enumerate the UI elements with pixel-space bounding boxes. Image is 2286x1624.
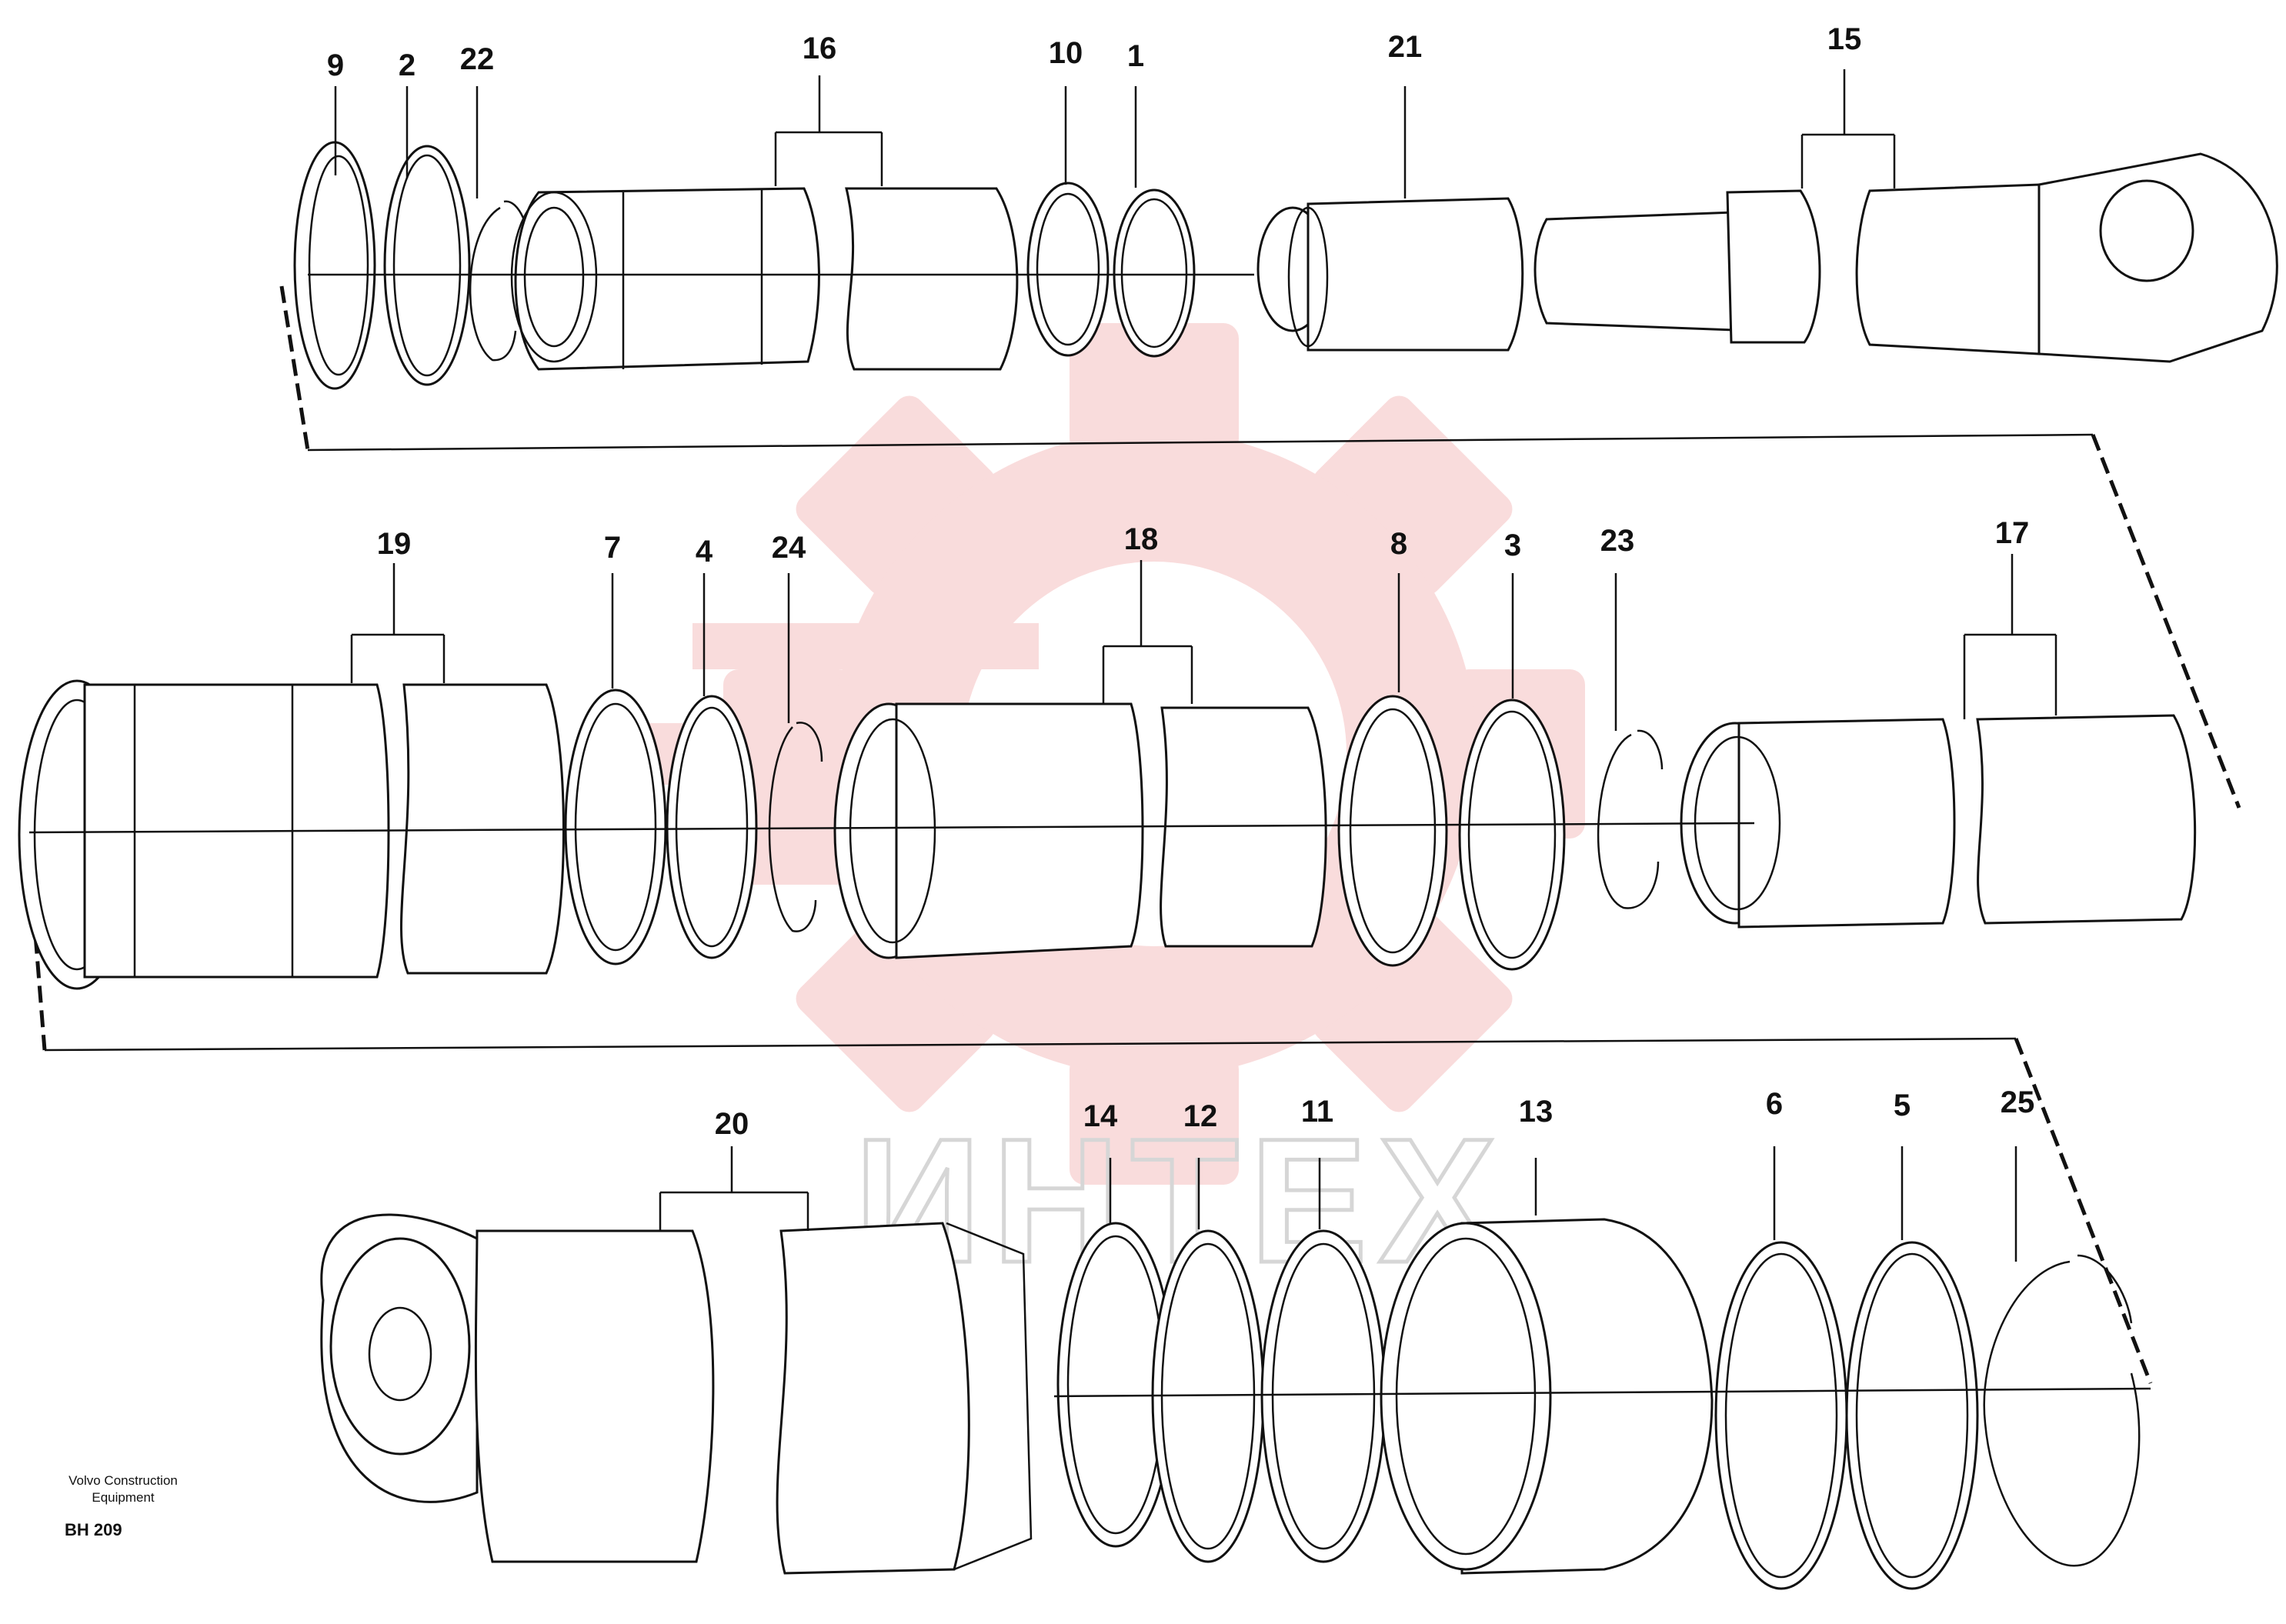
callout-labels: 9 2 22 16 10 1 21 15 19 7 4 24 18 8 3 23… bbox=[327, 22, 2034, 1141]
piston-21 bbox=[1256, 197, 1524, 352]
callout-14: 14 bbox=[1083, 1099, 1118, 1133]
ring-3 bbox=[1458, 699, 1566, 971]
bushing-16-left bbox=[510, 187, 820, 371]
callout-6: 6 bbox=[1766, 1087, 1783, 1121]
axis-line-row-3 bbox=[1053, 1387, 2151, 1398]
callout-25: 25 bbox=[2001, 1085, 2035, 1119]
callout-24: 24 bbox=[772, 531, 806, 565]
axis-line-row-2 bbox=[28, 822, 1755, 834]
cylinder-20-right bbox=[776, 1222, 1033, 1575]
callout-22: 22 bbox=[460, 42, 495, 76]
ring-2 bbox=[383, 145, 471, 386]
callout-10: 10 bbox=[1049, 36, 1083, 70]
snap-ring-25 bbox=[1983, 1254, 2141, 1567]
ring-8 bbox=[1337, 695, 1448, 967]
callout-17: 17 bbox=[1995, 516, 2030, 550]
ring-5 bbox=[1845, 1241, 1979, 1590]
callout-19: 19 bbox=[377, 527, 412, 561]
ring-11 bbox=[1260, 1229, 1387, 1563]
manufacturer-line-2: Equipment bbox=[92, 1490, 155, 1505]
caption-block: Volvo Construction Equipment BH 209 bbox=[65, 1473, 178, 1539]
nut-13 bbox=[1380, 1218, 1714, 1575]
callout-4: 4 bbox=[696, 535, 713, 569]
callout-23: 23 bbox=[1600, 524, 1635, 558]
snap-ring-23 bbox=[1597, 729, 1664, 909]
manufacturer-line-1: Volvo Construction bbox=[68, 1473, 178, 1488]
leader-lines bbox=[334, 86, 2017, 1262]
bracket-leaders bbox=[350, 69, 2057, 1231]
callout-16: 16 bbox=[803, 32, 837, 65]
callout-12: 12 bbox=[1183, 1099, 1218, 1133]
callout-1: 1 bbox=[1127, 39, 1144, 73]
row-1-parts bbox=[293, 141, 2278, 390]
callout-5: 5 bbox=[1894, 1089, 1911, 1122]
callout-7: 7 bbox=[604, 531, 621, 565]
ring-9 bbox=[293, 141, 376, 390]
callout-11: 11 bbox=[1301, 1095, 1333, 1129]
ring-7 bbox=[564, 689, 667, 965]
row-2-parts bbox=[18, 679, 2197, 990]
ring-14 bbox=[1056, 1222, 1175, 1548]
ring-6 bbox=[1714, 1241, 1848, 1590]
callout-20: 20 bbox=[715, 1107, 749, 1141]
callout-8: 8 bbox=[1390, 527, 1407, 561]
callout-3: 3 bbox=[1504, 529, 1521, 562]
drawing-code: BH 209 bbox=[65, 1520, 122, 1539]
bushing-18-left bbox=[833, 702, 1144, 959]
callout-15: 15 bbox=[1827, 22, 1862, 56]
ring-1 bbox=[1113, 188, 1196, 358]
bushing-16-right bbox=[845, 187, 1019, 371]
ring-10 bbox=[1026, 182, 1110, 357]
ring-4 bbox=[666, 695, 758, 959]
rod-15 bbox=[1533, 152, 2278, 363]
clevis-20 bbox=[320, 1213, 715, 1563]
callout-13: 13 bbox=[1519, 1095, 1553, 1129]
bushing-17-right bbox=[1976, 714, 2197, 925]
callout-2: 2 bbox=[399, 48, 415, 82]
bushing-19 bbox=[18, 679, 390, 990]
callout-9: 9 bbox=[327, 48, 344, 82]
callout-18: 18 bbox=[1124, 522, 1159, 556]
row-3-parts bbox=[320, 1213, 2151, 1590]
bushing-19-right bbox=[399, 683, 565, 975]
snap-ring-24 bbox=[768, 722, 823, 932]
callout-21: 21 bbox=[1388, 30, 1423, 64]
bushing-17-left bbox=[1680, 718, 1956, 929]
bushing-18-right bbox=[1160, 706, 1327, 948]
